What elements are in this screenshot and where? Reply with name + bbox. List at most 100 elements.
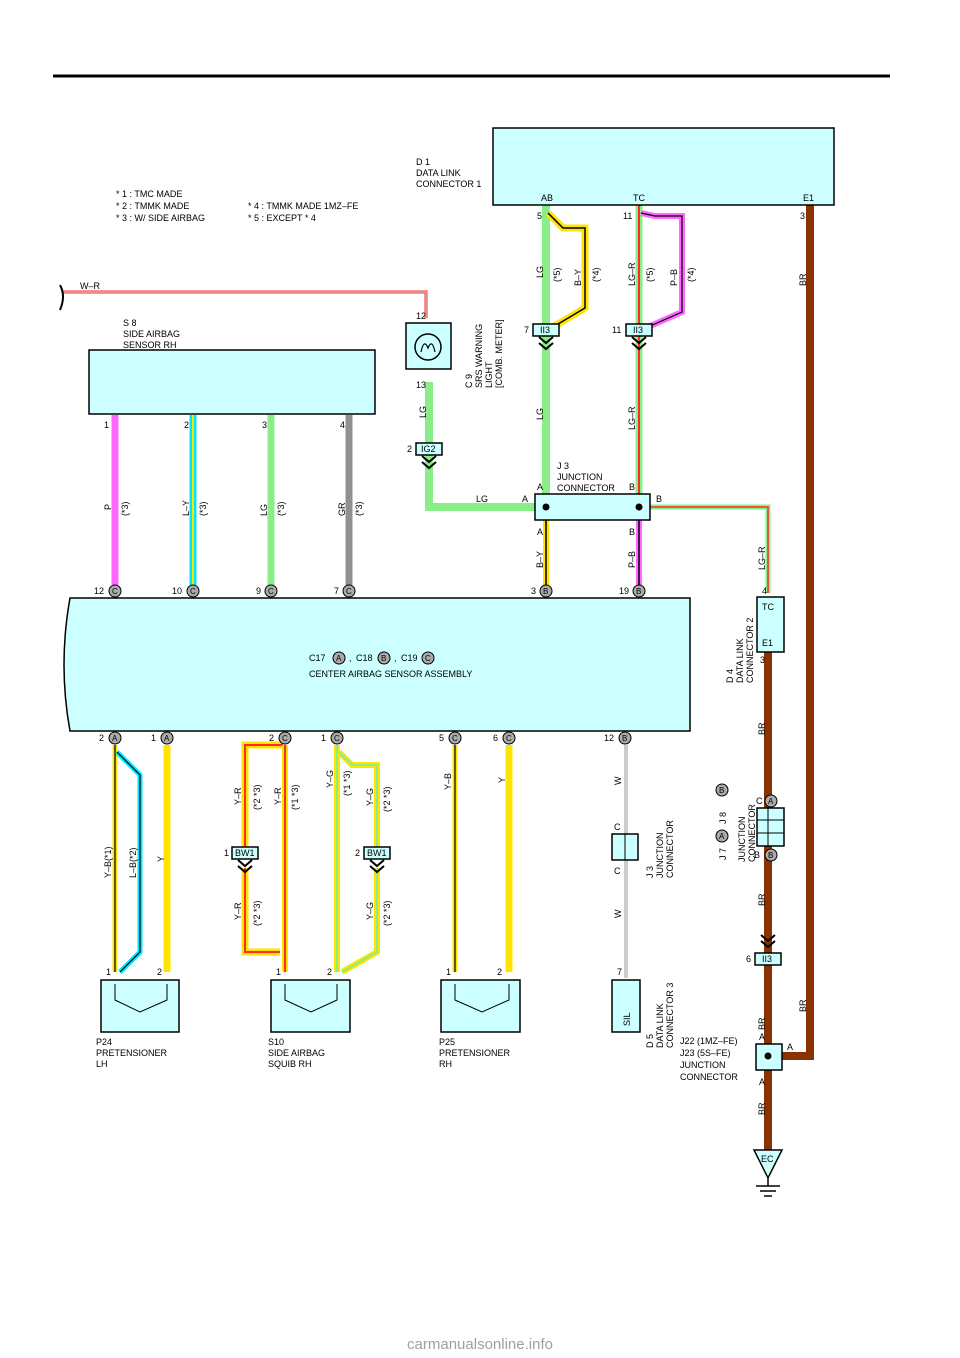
svg-text:C17: C17 bbox=[309, 653, 326, 663]
svg-text:GR: GR bbox=[337, 502, 347, 516]
svg-text:19: 19 bbox=[619, 586, 629, 596]
svg-text:JUNCTION: JUNCTION bbox=[737, 817, 747, 863]
svg-text:B–Y: B–Y bbox=[535, 551, 545, 568]
svg-text:A: A bbox=[768, 797, 774, 806]
svg-text:J 3: J 3 bbox=[645, 866, 655, 878]
svg-text:,: , bbox=[349, 653, 352, 663]
svg-text:1: 1 bbox=[321, 733, 326, 743]
svg-text:(*3): (*3) bbox=[120, 501, 130, 516]
svg-text:3: 3 bbox=[760, 655, 765, 665]
svg-text:B: B bbox=[622, 734, 627, 743]
j7-j8-junction-connector: A B C B J 7 J 8 A B JUNCTION CONNECTOR bbox=[715, 783, 785, 863]
note-4: * 4 : TMMK MADE 1MZ–FE bbox=[248, 201, 358, 211]
center-top-pins: 12 C 10 C 9 C 7 C 3 B 19 B bbox=[94, 584, 646, 598]
svg-text:BR: BR bbox=[798, 273, 808, 286]
svg-text:(*2 *3): (*2 *3) bbox=[252, 900, 262, 926]
wire-lg-r-d4 bbox=[650, 504, 771, 593]
svg-text:LG: LG bbox=[418, 406, 428, 418]
svg-text:BW1: BW1 bbox=[367, 848, 387, 858]
svg-text:Y–R: Y–R bbox=[273, 787, 283, 805]
svg-text:SRS WARNING: SRS WARNING bbox=[474, 324, 484, 388]
ground-ec-icon: EC bbox=[752, 1149, 784, 1197]
svg-text:6: 6 bbox=[493, 733, 498, 743]
d4-data-link-connector-2: TC E1 4 3 D 4 DATA LINK CONNECTOR 2 bbox=[725, 586, 785, 683]
svg-text:1: 1 bbox=[104, 420, 109, 430]
svg-text:2: 2 bbox=[99, 733, 104, 743]
svg-text:DATA LINK: DATA LINK bbox=[416, 168, 461, 178]
connector-tags: II3 7 II3 11 IG2 2 BW1 1 BW1 2 II3 6 bbox=[224, 323, 782, 966]
svg-text:B: B bbox=[656, 494, 662, 504]
note-1: * 1 : TMC MADE bbox=[116, 189, 182, 199]
svg-text:II3: II3 bbox=[762, 954, 772, 964]
svg-text:(*1 *3): (*1 *3) bbox=[342, 770, 352, 796]
svg-text:LG–R: LG–R bbox=[627, 262, 637, 286]
p24-pretensioner-lh: 1 2 P24 PRETENSIONER LH bbox=[96, 967, 180, 1069]
svg-text:12: 12 bbox=[416, 311, 426, 321]
svg-text:A: A bbox=[336, 654, 342, 663]
svg-text:J23 (5S–FE): J23 (5S–FE) bbox=[680, 1048, 731, 1058]
svg-text:E1: E1 bbox=[803, 193, 814, 203]
svg-text:LG–R: LG–R bbox=[757, 546, 767, 570]
svg-text:C: C bbox=[756, 796, 763, 806]
svg-text:B: B bbox=[543, 587, 548, 596]
svg-text:A: A bbox=[719, 832, 725, 841]
svg-text:7: 7 bbox=[334, 586, 339, 596]
svg-text:TC: TC bbox=[762, 602, 774, 612]
svg-text:C: C bbox=[282, 734, 288, 743]
svg-text:2: 2 bbox=[157, 967, 162, 977]
svg-text:J 7: J 7 bbox=[718, 848, 728, 860]
svg-text:7: 7 bbox=[524, 325, 529, 335]
svg-text:J22 (1MZ–FE): J22 (1MZ–FE) bbox=[680, 1036, 738, 1046]
svg-text:JUNCTION: JUNCTION bbox=[680, 1060, 726, 1070]
svg-text:Y–R: Y–R bbox=[233, 902, 243, 920]
svg-text:L–Y: L–Y bbox=[181, 500, 191, 516]
svg-text:E1: E1 bbox=[762, 638, 773, 648]
svg-text:W: W bbox=[613, 776, 623, 785]
j3-junction-connector: J 3 JUNCTION CONNECTOR A B A B A B bbox=[522, 461, 662, 537]
svg-text:[COMB. METER]: [COMB. METER] bbox=[494, 319, 504, 388]
svg-text:P25: P25 bbox=[439, 1037, 455, 1047]
wire-labels: W–R LG (*5) B–Y (*4) LG–R (*5) P–B (*4) … bbox=[80, 262, 808, 1115]
svg-text:SIL: SIL bbox=[622, 1012, 632, 1026]
j3-junction-connector-c: C C J 3 JUNCTION CONNECTOR bbox=[611, 820, 675, 879]
svg-text:J 8: J 8 bbox=[718, 812, 728, 824]
svg-text:JUNCTION: JUNCTION bbox=[557, 472, 603, 482]
svg-text:W–R: W–R bbox=[80, 281, 101, 291]
svg-text:12: 12 bbox=[94, 586, 104, 596]
svg-text:CONNECTOR: CONNECTOR bbox=[747, 804, 757, 862]
svg-text:(*5): (*5) bbox=[645, 267, 655, 282]
svg-text:P24: P24 bbox=[96, 1037, 112, 1047]
svg-text:B–Y: B–Y bbox=[573, 269, 583, 286]
svg-text:11: 11 bbox=[612, 325, 621, 335]
svg-text:B: B bbox=[636, 587, 641, 596]
svg-text:2: 2 bbox=[269, 733, 274, 743]
footer-watermark: carmanualsonline.info bbox=[407, 1336, 553, 1353]
svg-text:A: A bbox=[759, 1077, 765, 1087]
svg-text:JUNCTION: JUNCTION bbox=[655, 833, 665, 879]
svg-text:CONNECTOR: CONNECTOR bbox=[680, 1072, 738, 1082]
svg-text:BR: BR bbox=[798, 999, 808, 1012]
center-bottom-pins: 2 A 1 A 2 C 1 C 5 C 6 C 12 B bbox=[99, 731, 632, 745]
svg-text:BR: BR bbox=[757, 893, 767, 906]
svg-text:S10: S10 bbox=[268, 1037, 284, 1047]
svg-text:W: W bbox=[613, 909, 623, 918]
svg-text:(*3): (*3) bbox=[276, 501, 286, 516]
note-3: * 3 : W/ SIDE AIRBAG bbox=[116, 213, 205, 223]
svg-text:BR: BR bbox=[757, 1017, 767, 1030]
bulb-icon bbox=[414, 333, 442, 361]
svg-text:A: A bbox=[522, 494, 528, 504]
svg-text:BR: BR bbox=[757, 1102, 767, 1115]
svg-text:9: 9 bbox=[256, 586, 261, 596]
svg-text:LG: LG bbox=[476, 494, 488, 504]
svg-text:B: B bbox=[754, 850, 760, 860]
svg-text:(*4): (*4) bbox=[591, 267, 601, 282]
svg-text:P–B: P–B bbox=[669, 269, 679, 286]
svg-text:A: A bbox=[537, 527, 543, 537]
note-5: * 5 : EXCEPT * 4 bbox=[248, 213, 316, 223]
svg-text:(*2 *3): (*2 *3) bbox=[382, 900, 392, 926]
svg-text:J 3: J 3 bbox=[557, 461, 569, 471]
svg-text:S 8: S 8 bbox=[123, 318, 137, 328]
svg-text:2: 2 bbox=[184, 420, 189, 430]
svg-text:(*2 *3): (*2 *3) bbox=[252, 784, 262, 810]
svg-text:C: C bbox=[190, 587, 196, 596]
